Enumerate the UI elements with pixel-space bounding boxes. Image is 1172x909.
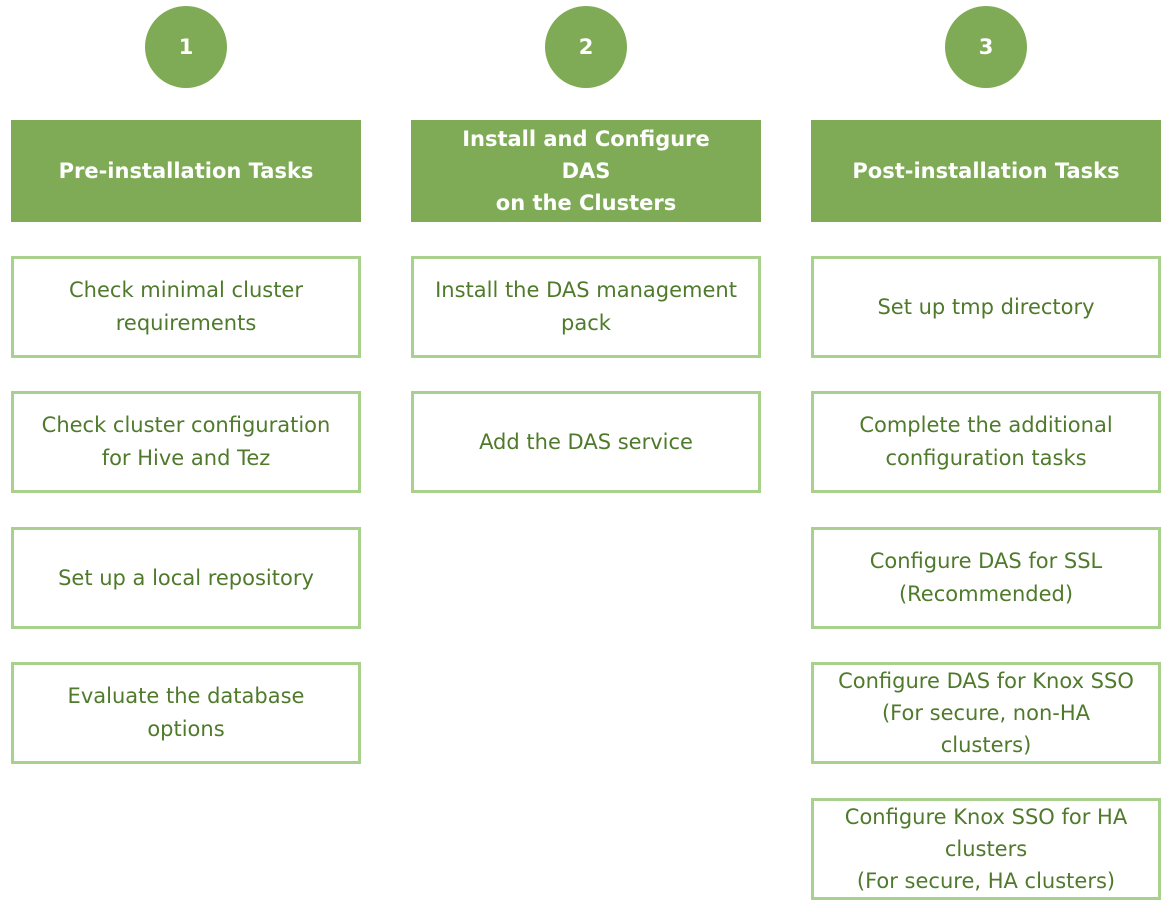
column-install-configure: 2 Install and Configure DAS on the Clust… bbox=[411, 0, 761, 909]
column-header: Pre-installation Tasks bbox=[11, 120, 361, 222]
step-number-badge: 3 bbox=[945, 6, 1027, 88]
column-pre-installation: 1 Pre-installation Tasks Check minimal c… bbox=[11, 0, 361, 909]
task-box: Set up a local repository bbox=[11, 527, 361, 629]
step-number-badge: 1 bbox=[145, 6, 227, 88]
step-number-badge: 2 bbox=[545, 6, 627, 88]
task-box: Install the DAS management pack bbox=[411, 256, 761, 358]
column-header: Post-installation Tasks bbox=[811, 120, 1161, 222]
task-box: Check minimal cluster requirements bbox=[11, 256, 361, 358]
task-box: Add the DAS service bbox=[411, 391, 761, 493]
task-box: Configure DAS for SSL (Recommended) bbox=[811, 527, 1161, 629]
task-box: Evaluate the database options bbox=[11, 662, 361, 764]
task-box: Check cluster configuration for Hive and… bbox=[11, 391, 361, 493]
column-header: Install and Configure DAS on the Cluster… bbox=[411, 120, 761, 222]
task-box: Set up tmp directory bbox=[811, 256, 1161, 358]
column-post-installation: 3 Post-installation Tasks Set up tmp dir… bbox=[811, 0, 1161, 909]
task-box: Complete the additional configuration ta… bbox=[811, 391, 1161, 493]
task-box: Configure DAS for Knox SSO (For secure, … bbox=[811, 662, 1161, 764]
task-box: Configure Knox SSO for HA clusters (For … bbox=[811, 798, 1161, 900]
